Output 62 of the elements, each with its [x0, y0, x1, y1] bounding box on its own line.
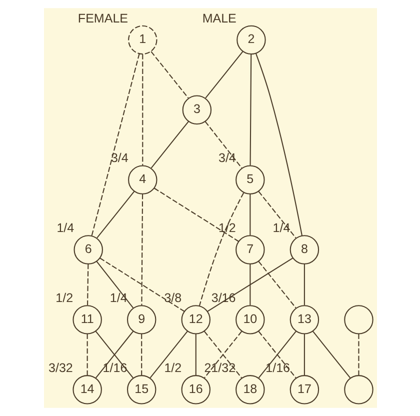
- node-label: 1/4: [109, 291, 127, 306]
- connector: [86, 264, 88, 306]
- connector: [153, 188, 239, 242]
- connector: [258, 261, 296, 308]
- node-circle: [344, 305, 373, 334]
- node-circle: 14: [72, 375, 102, 404]
- node-label: 1/2: [55, 291, 73, 306]
- node-circle: 13: [289, 305, 319, 334]
- connector: [254, 53, 302, 236]
- node-circle: 15: [126, 375, 156, 404]
- connector: [198, 192, 244, 306]
- connector: [358, 334, 359, 376]
- node-circle: 6: [73, 235, 102, 264]
- node-label: 3/8: [164, 291, 182, 306]
- node-label: 3/4: [218, 151, 236, 166]
- node-circle: 8: [289, 235, 319, 264]
- connector: [96, 261, 134, 308]
- node-label: MALE: [202, 11, 236, 26]
- connector: [258, 331, 296, 378]
- connector: [204, 121, 242, 168]
- connector: [249, 54, 252, 166]
- node-label: 1/16: [265, 360, 290, 375]
- node-label: FEMALE: [77, 11, 128, 26]
- connector: [142, 54, 143, 166]
- connector: [249, 194, 250, 236]
- connector: [249, 264, 250, 306]
- node-circle: 17: [289, 375, 319, 404]
- node-circle: 2: [236, 25, 266, 55]
- connector: [96, 191, 134, 238]
- node-label: 21/32: [204, 360, 236, 375]
- connector: [194, 334, 196, 376]
- node-circle: 1: [128, 25, 157, 55]
- node-circle: 10: [235, 305, 264, 334]
- connector: [140, 194, 143, 306]
- connector: [204, 51, 243, 98]
- connector: [150, 51, 188, 98]
- connector: [149, 331, 188, 378]
- connector: [150, 121, 188, 168]
- node-circle: 18: [235, 375, 264, 404]
- connector: [86, 334, 88, 376]
- connector: [206, 258, 293, 312]
- connector: [303, 264, 304, 306]
- node-circle: 3: [182, 95, 212, 124]
- node-circle: 16: [180, 375, 210, 404]
- connector: [140, 334, 142, 376]
- connector: [90, 54, 140, 236]
- node-circle: 9: [126, 305, 156, 334]
- node-circle: 7: [235, 235, 264, 264]
- node-circle: [344, 375, 373, 404]
- node-label: 1/4: [272, 221, 290, 236]
- node-circle: 11: [72, 305, 102, 334]
- node-label: 1/2: [164, 360, 182, 375]
- connector: [303, 334, 304, 376]
- connector: [99, 258, 184, 312]
- connector: [258, 191, 296, 238]
- node-label: 1/4: [56, 221, 74, 236]
- node-circle: 12: [180, 305, 210, 334]
- node-circle: 5: [235, 165, 264, 194]
- node-label: 3/32: [48, 360, 72, 375]
- connector: [312, 331, 350, 378]
- node-circle: 4: [128, 165, 157, 194]
- node-label: 3/4: [110, 151, 128, 166]
